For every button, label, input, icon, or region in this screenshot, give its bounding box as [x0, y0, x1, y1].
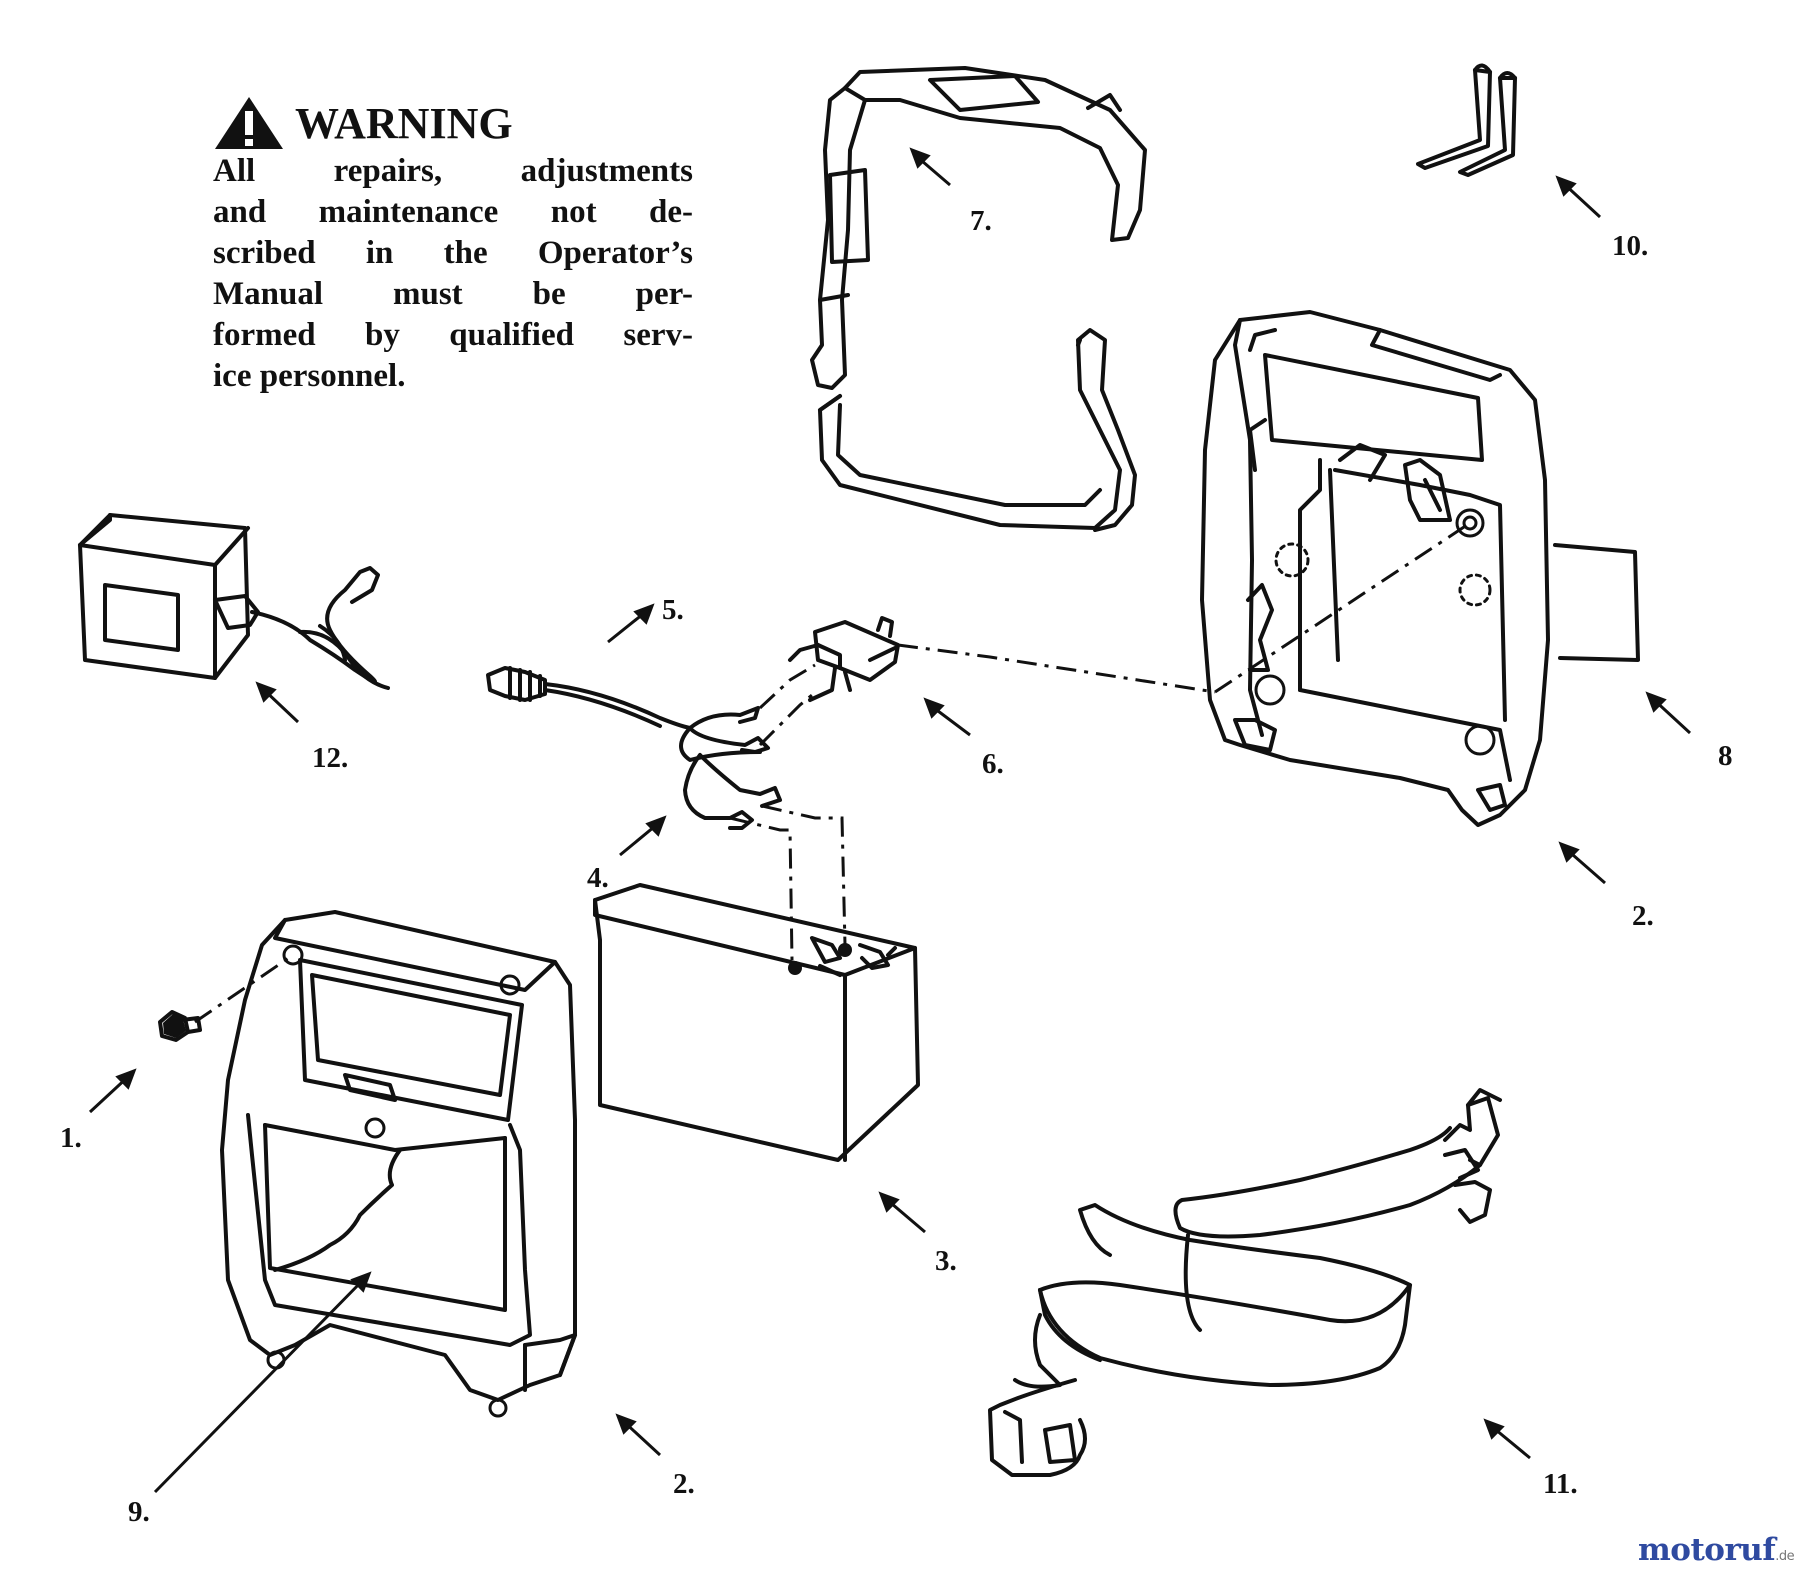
callout-7: 7. [970, 205, 992, 237]
part-3-battery [593, 883, 920, 1162]
arrow-4 [619, 815, 667, 857]
part-12-charger [78, 513, 390, 690]
warning-line: Manual must be per- [213, 276, 693, 312]
arrow-2a [1558, 841, 1606, 885]
arrow-1 [88, 1068, 137, 1114]
part-1-screw [158, 1010, 202, 1042]
callout-11: 11. [1543, 1468, 1578, 1500]
watermark-text: motoruf [1638, 1532, 1776, 1568]
part-7-strap-frame [810, 66, 1147, 532]
callout-12: 12. [312, 742, 349, 774]
watermark-suffix: .de [1775, 1549, 1795, 1564]
part-5-plug-cable [486, 666, 692, 730]
arrow-2b [615, 1413, 662, 1457]
callout-6: 6. [982, 748, 1004, 780]
arrow-12 [255, 681, 300, 724]
warning-line: formed by qualified serv- [213, 317, 693, 353]
warning-line: ice personnel. [213, 358, 406, 394]
callout-1: 1. [60, 1122, 82, 1154]
warning-line: scribed in the Operator’s [213, 235, 693, 271]
arrow-8 [1645, 691, 1692, 735]
warning-title: WARNING [295, 98, 513, 148]
screw-head-fill [163, 1014, 186, 1038]
warning-line: and maintenance not de- [213, 194, 693, 230]
arrow-10 [1555, 175, 1602, 219]
callout-2-bottom: 2. [673, 1468, 695, 1500]
callout-3: 3. [935, 1245, 957, 1277]
arrow-3 [878, 1191, 926, 1234]
arrow-7 [909, 147, 951, 187]
callout-2-top: 2. [1632, 900, 1654, 932]
arrow-11 [1483, 1418, 1531, 1460]
arrow-6 [923, 697, 971, 737]
callout-4: 4. [587, 862, 609, 894]
warning-heading: WARNING [213, 95, 693, 151]
callout-10: 10. [1612, 230, 1649, 262]
warning-block: WARNING All repairs, adjustments and mai… [213, 95, 693, 397]
part-2-front-housing [220, 910, 577, 1402]
part-4-wire-harness [679, 706, 782, 830]
watermark-logo: motoruf.de [1638, 1532, 1795, 1568]
callout-9: 9. [128, 1496, 150, 1528]
part-6-connector [788, 616, 900, 702]
leader-9 [153, 1271, 372, 1494]
callout-5: 5. [662, 594, 684, 626]
arrow-5 [607, 603, 655, 644]
warning-line: All repairs, adjustments [213, 153, 693, 189]
part-2-rear-housing [1200, 310, 1640, 827]
part-10-wire-clip [1416, 63, 1517, 177]
callout-8: 8 [1718, 740, 1733, 772]
part-11-strap [988, 1088, 1502, 1477]
warning-triangle-icon [215, 97, 283, 149]
